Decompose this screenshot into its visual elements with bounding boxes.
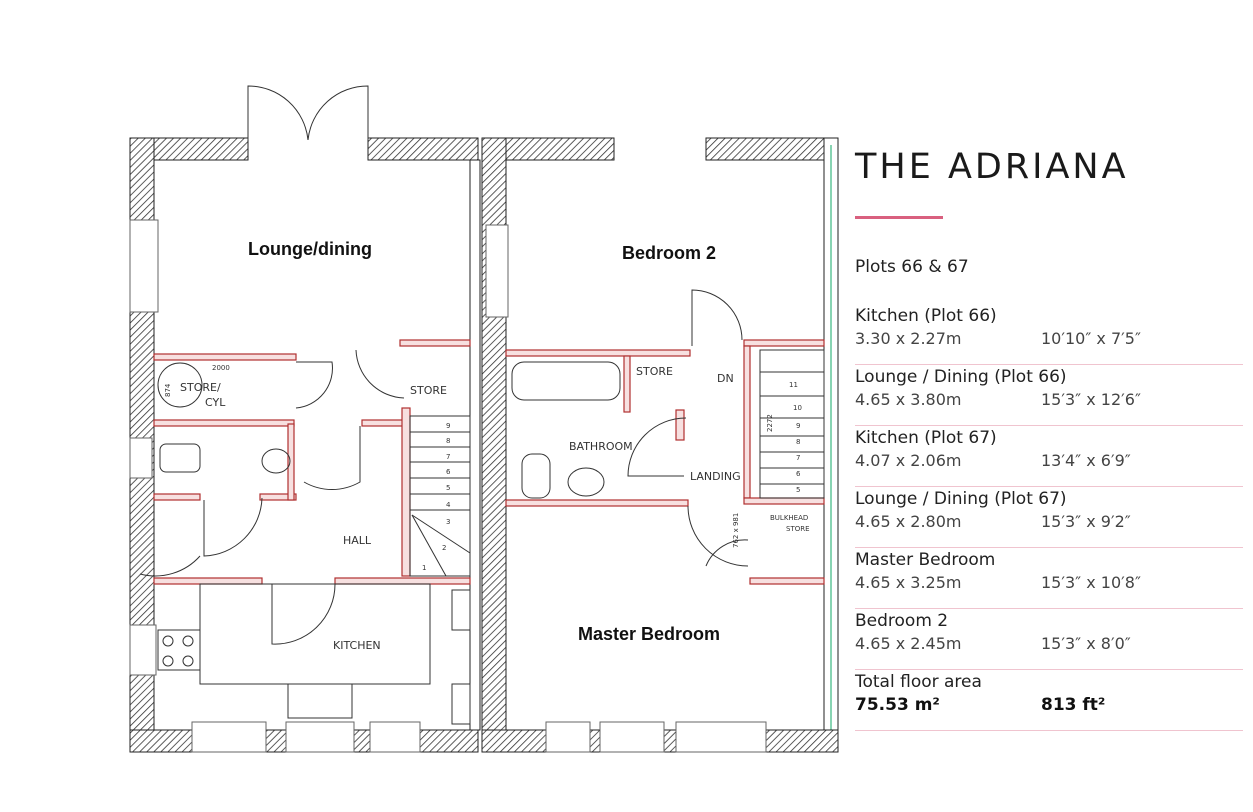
svg-text:2: 2 <box>442 544 446 552</box>
room-metric: 4.65 x 3.80m <box>855 390 962 409</box>
room-label-store: STORE <box>410 384 447 397</box>
room-label-bathroom: BATHROOM <box>569 440 633 453</box>
room-label-store-cyl: STORE/ <box>180 381 221 394</box>
room-entry: Lounge / Dining (Plot 67) 4.65 x 2.80m 15′… <box>855 487 1243 548</box>
room-imperial: 10′10″ x 7′5″ <box>1041 329 1141 348</box>
room-name: Bedroom 2 <box>855 611 949 631</box>
svg-text:8: 8 <box>446 437 450 445</box>
patio-door <box>247 85 309 141</box>
room-label-bulkhead: BULKHEAD <box>770 514 808 522</box>
room-metric: 3.30 x 2.27m <box>855 329 962 348</box>
toilet <box>521 453 551 499</box>
room-label-bedroom-2: Bedroom 2 <box>622 243 716 263</box>
sink <box>287 683 353 719</box>
svg-text:11: 11 <box>789 381 798 389</box>
room-dimensions-list: Kitchen (Plot 66) 3.30 x 2.27m 10′10″ x 7′… <box>855 304 1243 731</box>
window <box>599 721 665 753</box>
room-name: Kitchen (Plot 67) <box>855 428 997 448</box>
room-entry: Kitchen (Plot 66) 3.30 x 2.27m 10′10″ x 7′… <box>855 304 1243 365</box>
total-imperial: 813 ft² <box>1041 695 1106 715</box>
ground-stair-numbers: 1 2 3 4 5 6 7 8 9 <box>422 422 451 572</box>
plots-label: Plots 66 & 67 <box>855 257 969 277</box>
dimension-label: 874 <box>164 383 172 397</box>
hob <box>157 629 201 671</box>
window <box>129 624 157 676</box>
room-label-store-cyl-2: CYL <box>205 396 226 409</box>
window <box>191 721 267 753</box>
room-imperial: 15′3″ x 10′8″ <box>1041 573 1141 592</box>
room-entry: Lounge / Dining (Plot 66) 4.65 x 3.80m 15′… <box>855 365 1243 426</box>
first-stairs <box>759 349 825 499</box>
room-entry: Master Bedroom 4.65 x 3.25m 15′3″ x 10′8″ <box>855 548 1243 609</box>
svg-text:5: 5 <box>796 486 800 494</box>
room-entry: Kitchen (Plot 67) 4.07 x 2.06m 13′4″ x 6′9… <box>855 426 1243 487</box>
info-panel: THE ADRIANA Plots 66 & 67 Kitchen (Plot … <box>855 140 1243 731</box>
window <box>369 721 421 753</box>
window <box>129 437 153 479</box>
room-metric: 4.65 x 2.45m <box>855 634 962 653</box>
room-imperial: 13′4″ x 6′9″ <box>1041 451 1131 470</box>
total-label: Total floor area <box>855 672 982 692</box>
svg-text:5: 5 <box>446 484 450 492</box>
total-area-entry: Total floor area 75.53 m² 813 ft² <box>855 670 1243 731</box>
room-name: Lounge / Dining (Plot 66) <box>855 367 1067 387</box>
room-label-landing: LANDING <box>690 470 741 483</box>
ground-floor: Lounge/dining STORE/ CYL 2000 874 STORE … <box>129 85 481 753</box>
room-label-master-bedroom: Master Bedroom <box>578 624 720 644</box>
room-metric: 4.07 x 2.06m <box>855 451 962 470</box>
svg-text:6: 6 <box>446 468 451 476</box>
svg-text:9: 9 <box>446 422 450 430</box>
kitchen-worktop <box>199 583 431 685</box>
window <box>129 219 159 313</box>
window <box>545 721 591 753</box>
room-name: Kitchen (Plot 66) <box>855 306 997 326</box>
dimension-label: 762 x 981 <box>732 513 740 548</box>
room-label-hall: HALL <box>343 534 372 547</box>
room-name: Lounge / Dining (Plot 67) <box>855 489 1067 509</box>
basin <box>567 467 605 497</box>
room-label-kitchen: KITCHEN <box>333 639 381 652</box>
svg-text:9: 9 <box>796 422 800 430</box>
svg-text:4: 4 <box>446 501 451 509</box>
room-entry: Bedroom 2 4.65 x 2.45m 15′3″ x 8′0″ <box>855 609 1243 670</box>
dimension-label: 2272 <box>766 414 774 432</box>
toilet <box>159 443 201 473</box>
svg-text:6: 6 <box>796 470 801 478</box>
room-name: Master Bedroom <box>855 550 996 570</box>
bath <box>511 361 621 401</box>
ground-stairs <box>409 415 471 577</box>
window <box>485 224 509 318</box>
first-floor: Bedroom 2 Master Bedroom BATHROOM STORE … <box>481 137 839 753</box>
svg-text:10: 10 <box>793 404 802 412</box>
svg-text:8: 8 <box>796 438 800 446</box>
room-imperial: 15′3″ x 8′0″ <box>1041 634 1131 653</box>
stair-down-label: DN <box>717 372 734 385</box>
svg-text:1: 1 <box>422 564 426 572</box>
room-label-lounge: Lounge/dining <box>248 239 372 259</box>
room-metric: 4.65 x 2.80m <box>855 512 962 531</box>
room-imperial: 15′3″ x 12′6″ <box>1041 390 1141 409</box>
room-imperial: 15′3″ x 9′2″ <box>1041 512 1131 531</box>
accent-divider <box>855 216 943 219</box>
first-stair-numbers: 5 6 7 8 9 10 11 <box>789 381 802 494</box>
room-label-bulkhead-2: STORE <box>786 525 810 533</box>
basin <box>261 448 291 474</box>
svg-text:7: 7 <box>796 454 800 462</box>
room-label-store: STORE <box>636 365 673 378</box>
window <box>285 721 355 753</box>
total-metric: 75.53 m² <box>855 695 940 715</box>
cylinder <box>157 362 203 408</box>
room-metric: 4.65 x 3.25m <box>855 573 962 592</box>
dimension-label: 2000 <box>212 364 230 372</box>
svg-text:3: 3 <box>446 518 450 526</box>
window <box>675 721 767 753</box>
svg-text:7: 7 <box>446 453 450 461</box>
house-title: THE ADRIANA <box>855 147 1129 187</box>
